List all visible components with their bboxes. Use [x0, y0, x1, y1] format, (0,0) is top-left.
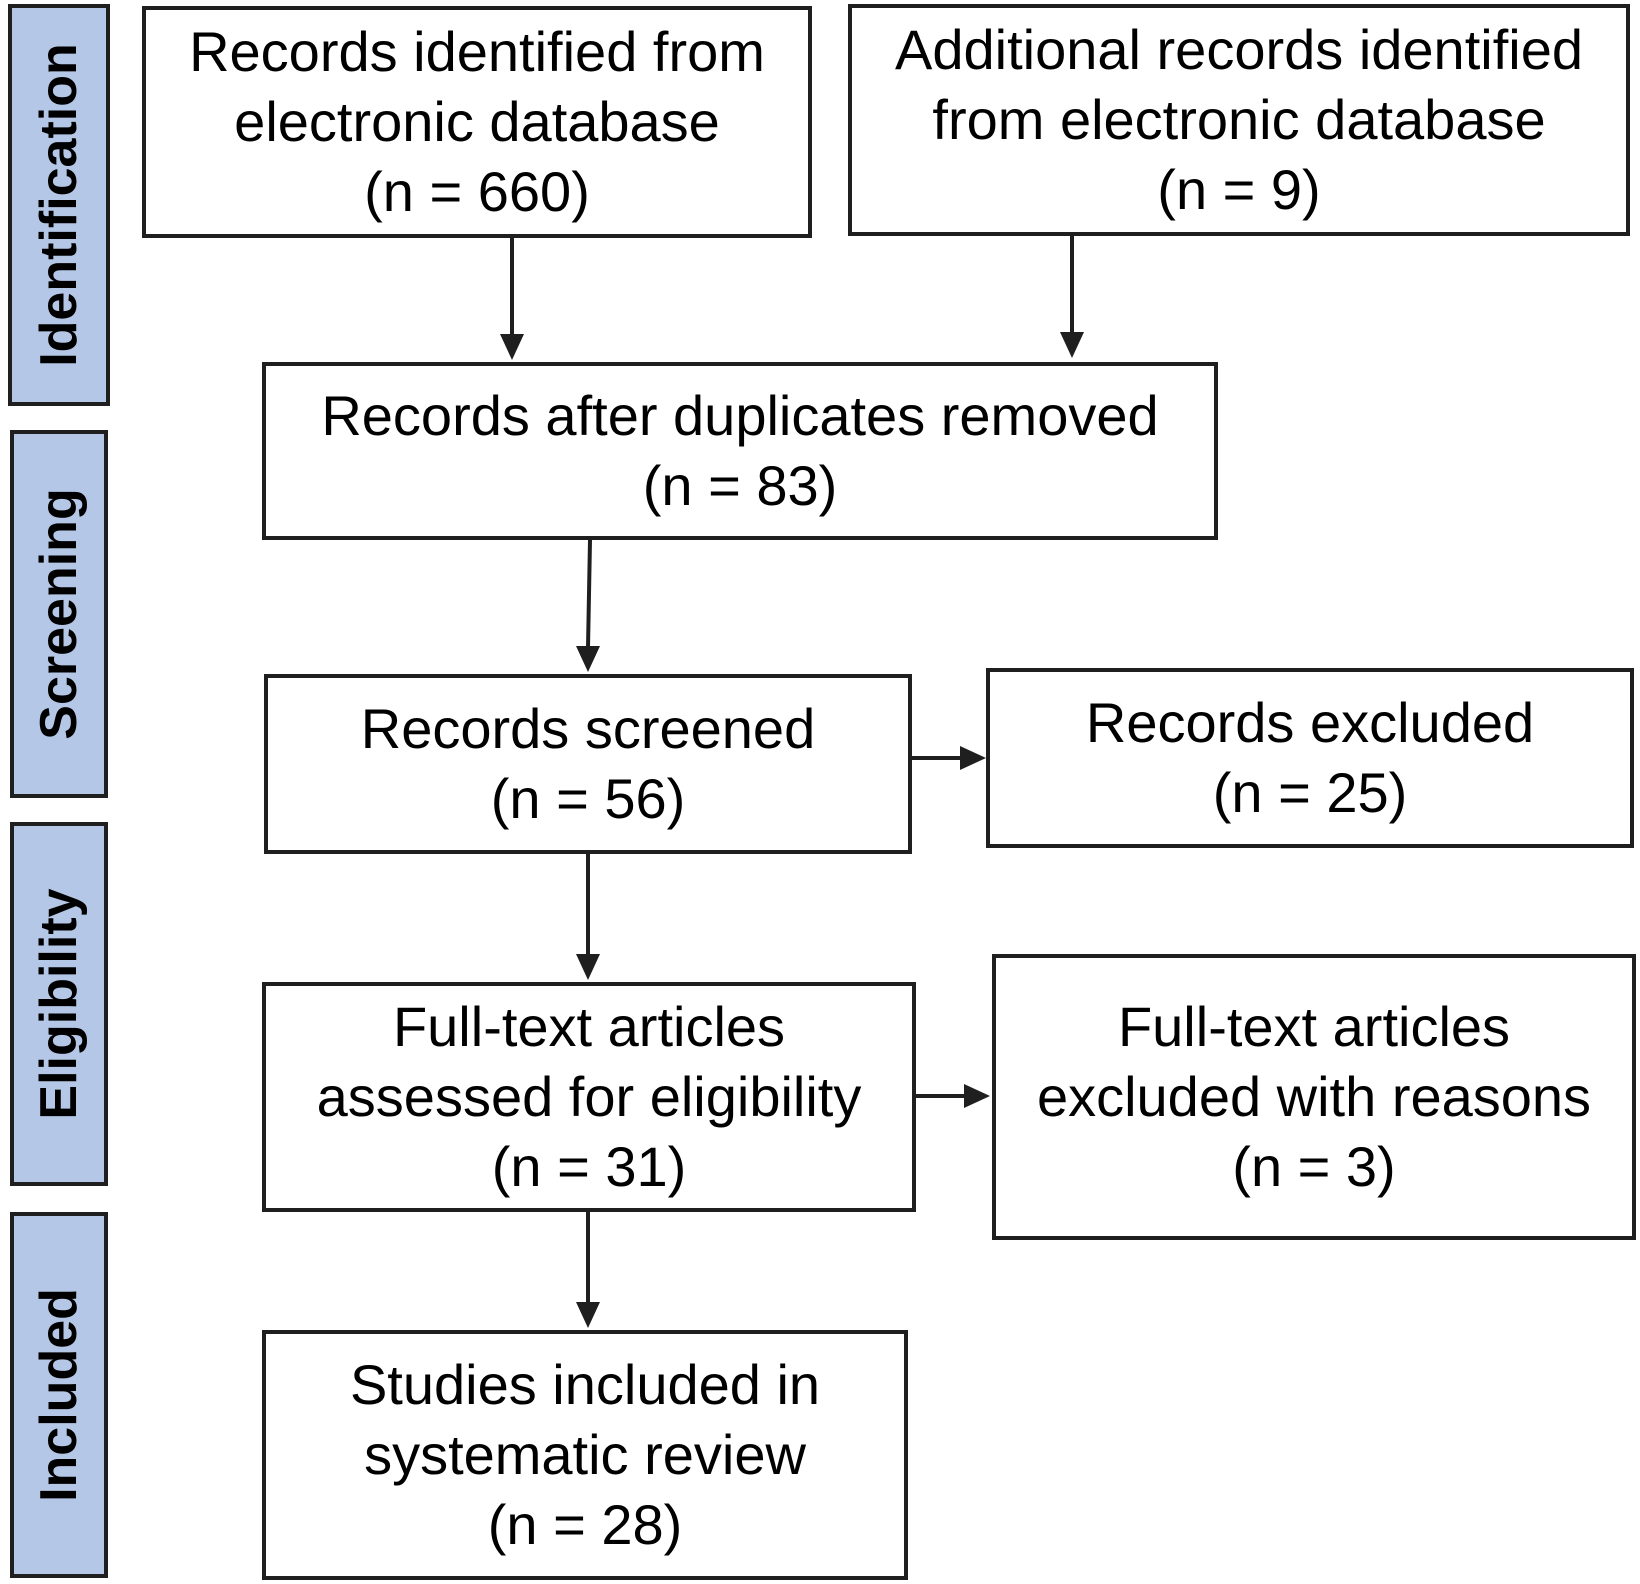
phase-screening: Screening — [10, 430, 108, 798]
box-additional-records-count: (n = 9) — [1157, 158, 1321, 221]
box-records-excluded: Records excluded (n = 25) — [986, 668, 1634, 848]
box-records-identified-line2: electronic database — [234, 90, 720, 153]
arrowhead-assessed-to-excluded — [964, 1084, 990, 1108]
phase-eligibility-label: Eligibility — [30, 888, 88, 1120]
box-additional-records-line1: Additional records identified — [895, 18, 1583, 81]
box-records-screened: Records screened (n = 56) — [264, 674, 912, 854]
box-fulltext-assessed-line2: assessed for eligibility — [316, 1065, 862, 1128]
box-studies-included-count: (n = 28) — [487, 1493, 683, 1556]
phase-included-label: Included — [30, 1288, 88, 1502]
box-records-excluded-count: (n = 25) — [1212, 761, 1408, 824]
box-studies-included-line2: systematic review — [364, 1423, 806, 1486]
box-after-duplicates: Records after duplicates removed (n = 83… — [262, 362, 1218, 540]
phase-identification: Identification — [8, 4, 110, 406]
phase-identification-label: Identification — [30, 43, 88, 367]
box-fulltext-excluded-line2: excluded with reasons — [1036, 1065, 1592, 1128]
box-additional-records: Additional records identified from elect… — [848, 4, 1630, 236]
box-studies-included: Studies included in systematic review (n… — [262, 1330, 908, 1580]
phase-included: Included — [10, 1212, 108, 1578]
arrowhead-assessed-to-included — [576, 1302, 600, 1328]
box-fulltext-excluded-count: (n = 3) — [1232, 1135, 1396, 1198]
box-additional-records-line2: from electronic database — [932, 88, 1546, 151]
box-fulltext-excluded-line1: Full-text articles — [1117, 995, 1511, 1058]
box-records-identified-line1: Records identified from — [189, 20, 765, 83]
box-records-screened-count: (n = 56) — [490, 767, 686, 830]
arrowhead-additional-to-duplicates — [1060, 332, 1084, 358]
arrowhead-duplicates-to-screened — [576, 646, 600, 672]
phase-screening-label: Screening — [30, 488, 88, 740]
arrowhead-screened-to-assessed — [576, 954, 600, 980]
box-fulltext-assessed-count: (n = 31) — [491, 1135, 687, 1198]
arrowhead-screened-to-excluded — [960, 746, 986, 770]
phase-eligibility: Eligibility — [10, 822, 108, 1186]
box-records-identified: Records identified from electronic datab… — [142, 6, 812, 238]
box-records-screened-line1: Records screened — [360, 697, 816, 760]
box-fulltext-assessed-line1: Full-text articles — [392, 995, 786, 1058]
box-fulltext-assessed: Full-text articles assessed for eligibil… — [262, 982, 916, 1212]
box-records-identified-count: (n = 660) — [364, 160, 590, 223]
box-studies-included-line1: Studies included in — [349, 1353, 821, 1416]
arrow-duplicates-to-screened — [586, 539, 592, 649]
box-records-excluded-line1: Records excluded — [1085, 691, 1535, 754]
box-fulltext-excluded: Full-text articles excluded with reasons… — [992, 954, 1636, 1240]
box-after-duplicates-line1: Records after duplicates removed — [321, 384, 1159, 447]
arrowhead-identified-to-duplicates — [500, 334, 524, 360]
box-after-duplicates-count: (n = 83) — [642, 454, 838, 517]
